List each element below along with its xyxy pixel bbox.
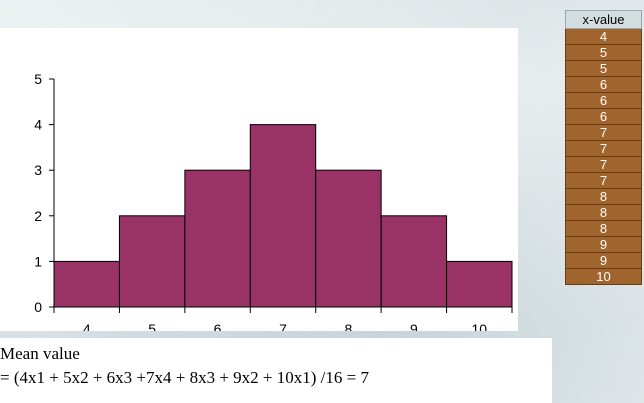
x-value-cell: 7 <box>565 172 642 189</box>
table-row: 8 <box>565 204 642 221</box>
x-value-cell: 8 <box>565 220 642 237</box>
y-tick-label: 3 <box>34 162 42 178</box>
x-value-cell: 7 <box>565 156 642 173</box>
table-row: 7 <box>565 172 642 189</box>
table-row: 10 <box>565 268 642 285</box>
bar-9 <box>380 215 448 308</box>
table-row: 7 <box>565 124 642 141</box>
x-tick-label: 5 <box>148 321 156 331</box>
table-row: 9 <box>565 252 642 269</box>
x-tick-label: 7 <box>279 321 287 331</box>
y-tick-label: 2 <box>34 208 42 224</box>
x-value-cell: 6 <box>565 92 642 109</box>
histogram-chart: 0 1 2 3 4 5 4 5 6 7 8 9 10 <box>0 28 518 331</box>
table-row: 5 <box>565 60 642 77</box>
table-row: 7 <box>565 140 642 157</box>
table-row: 8 <box>565 220 642 237</box>
table-row: 5 <box>565 44 642 61</box>
bar-4 <box>53 260 120 308</box>
x-value-cell: 6 <box>565 108 642 125</box>
x-tick-label: 10 <box>471 321 487 331</box>
bar-5 <box>118 215 186 308</box>
bar-7 <box>249 124 317 308</box>
histogram-svg: 0 1 2 3 4 5 4 5 6 7 8 9 10 <box>34 71 513 331</box>
y-tick-label: 4 <box>34 117 42 133</box>
table-row: 6 <box>565 92 642 109</box>
x-value-cell: 6 <box>565 76 642 93</box>
table-row: 9 <box>565 236 642 253</box>
bar-6 <box>184 169 251 308</box>
table-row: 4 <box>565 28 642 45</box>
x-value-cell: 8 <box>565 188 642 205</box>
table-row: 8 <box>565 188 642 205</box>
x-value-cell: 5 <box>565 44 642 61</box>
mean-label: Mean value <box>0 344 80 363</box>
x-value-cell: 7 <box>565 140 642 157</box>
x-value-cell: 8 <box>565 204 642 221</box>
y-tick-label: 5 <box>34 71 42 87</box>
x-tick-label: 9 <box>410 321 418 331</box>
table-row: 7 <box>565 156 642 173</box>
x-value-cell: 9 <box>565 236 642 253</box>
y-tick-label: 1 <box>34 253 42 269</box>
bar-10 <box>446 260 513 308</box>
x-value-cell: 4 <box>565 28 642 45</box>
table-row: 6 <box>565 76 642 93</box>
x-value-cell: 9 <box>565 252 642 269</box>
mean-panel: Mean value = (4x1 + 5x2 + 6x3 +7x4 + 8x3… <box>0 338 552 403</box>
x-tick-label: 4 <box>83 321 91 331</box>
x-value-cell: 5 <box>565 60 642 77</box>
table-row: 6 <box>565 108 642 125</box>
mean-formula: = (4x1 + 5x2 + 6x3 +7x4 + 8x3 + 9x2 + 10… <box>0 368 369 387</box>
bar-8 <box>315 169 382 308</box>
y-tick-label: 0 <box>34 299 42 315</box>
x-value-table-header: x-value <box>565 10 642 29</box>
x-value-cell: 7 <box>565 124 642 141</box>
x-tick-label: 6 <box>214 321 222 331</box>
x-tick-label: 8 <box>345 321 353 331</box>
x-value-cell: 10 <box>565 268 642 285</box>
